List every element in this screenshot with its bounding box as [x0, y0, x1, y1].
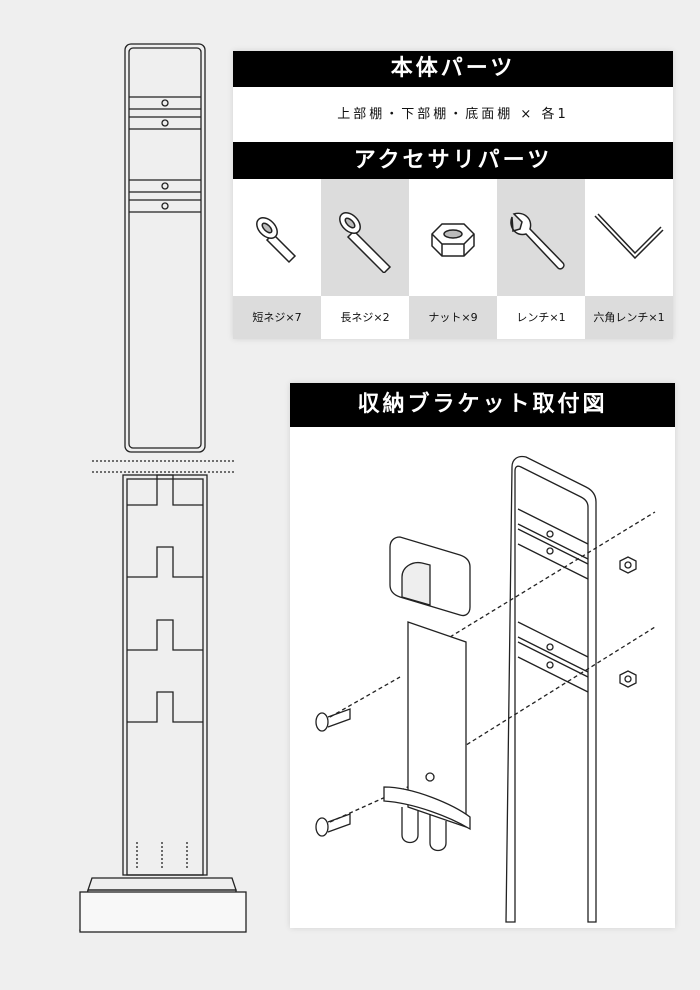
accessory-label: 短ネジ×7	[233, 296, 321, 339]
parts-panel: 本体パーツ 上部棚・下部棚・底面棚 × 各1 アクセサリパーツ 短ネジ×7 長ネ…	[233, 51, 673, 339]
accessory-item: ナット×9	[409, 179, 497, 339]
long-screw-icon	[315, 813, 351, 837]
wrench-icon	[510, 212, 565, 270]
accessory-label: 長ネジ×2	[321, 296, 409, 339]
bracket-diagram-panel: 収納ブラケット取付図	[290, 383, 675, 928]
long-screw-icon	[339, 211, 392, 273]
nut-icon	[619, 670, 637, 688]
accessories-title: アクセサリパーツ	[233, 142, 673, 179]
accessory-label: レンチ×1	[497, 296, 585, 339]
bracket-diagram-title: 収納ブラケット取付図	[290, 383, 675, 427]
main-parts-description: 上部棚・下部棚・底面棚 × 各1	[337, 107, 569, 122]
accessory-label: 六角レンチ×1	[585, 296, 673, 339]
hex-key-icon	[594, 212, 664, 259]
nut-icon	[619, 556, 637, 574]
short-screw-icon	[256, 216, 297, 263]
nut-icon	[431, 222, 475, 257]
accessory-item: レンチ×1	[497, 179, 585, 339]
accessory-item: 長ネジ×2	[321, 179, 409, 339]
long-screw-icon	[315, 708, 351, 732]
main-parts-title: 本体パーツ	[233, 51, 673, 87]
accessory-item: 短ネジ×7	[233, 179, 321, 339]
stand-assembly-illustration	[79, 43, 247, 933]
accessory-label: ナット×9	[409, 296, 497, 339]
bracket-installation-illustration	[315, 455, 656, 923]
accessories-grid: 短ネジ×7 長ネジ×2 ナット×9 レンチ×1 六角レンチ×1	[233, 179, 673, 339]
accessory-item: 六角レンチ×1	[585, 179, 673, 339]
